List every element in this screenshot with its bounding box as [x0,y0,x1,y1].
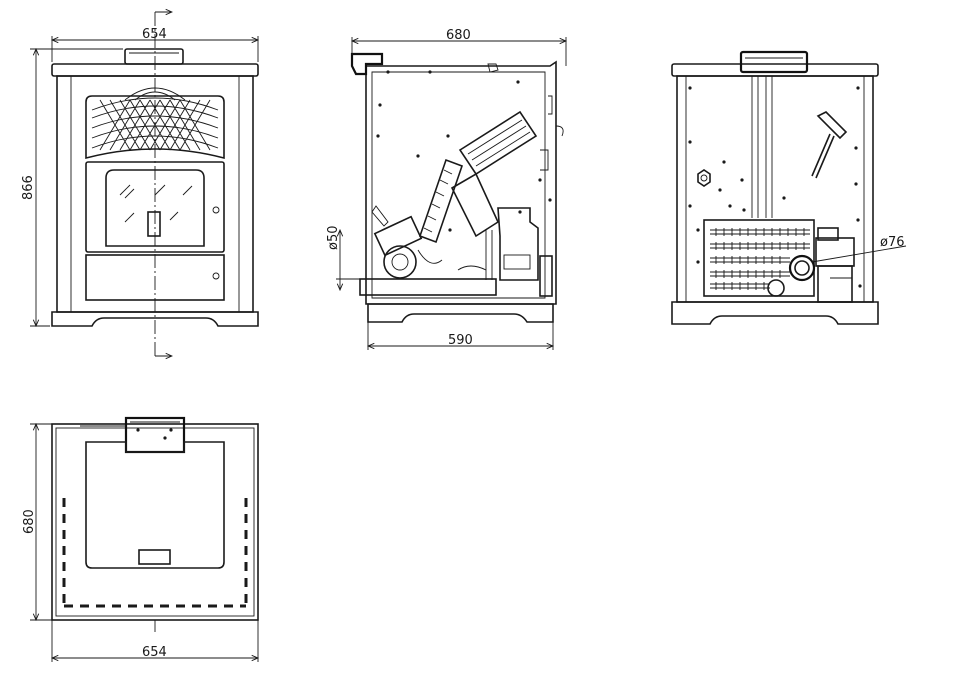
top-width-label: 654 [142,645,167,660]
front-height-label: 866 [21,175,36,200]
rear-flue-diameter-label: ø76 [880,235,905,250]
top-depth-label: 680 [22,509,37,534]
side-view: 680 590 ø50 [326,28,566,350]
side-base-depth-label: 590 [448,333,473,348]
vent-slots [710,228,810,290]
side-depth-label: 680 [446,28,471,43]
top-view: 680 654 [22,416,258,662]
front-view: 654 866 [21,12,258,358]
rear-view: ø76 [671,50,907,325]
side-pipe-diameter-label: ø50 [326,226,341,251]
front-width-label: 654 [142,27,167,42]
